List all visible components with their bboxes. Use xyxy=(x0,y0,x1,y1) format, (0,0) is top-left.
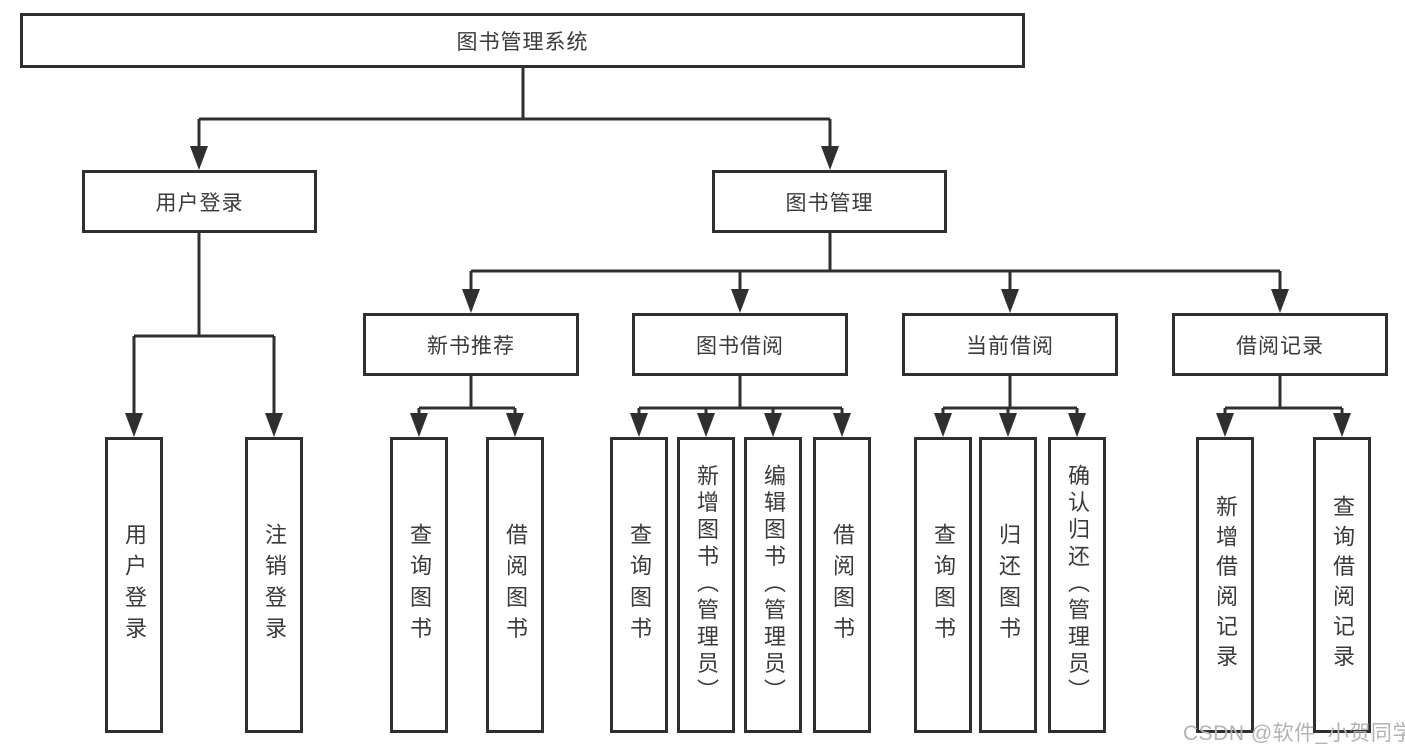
leaf-confirm-return-admin: 确认归还（管理员） xyxy=(1048,437,1106,733)
leaf-borrow-book-recommend: 借阅图书 xyxy=(486,437,544,733)
csdn-watermark: CSDN @软件_小贺同学 xyxy=(1183,722,1405,745)
leaf-query-book-current: 查询图书 xyxy=(914,437,972,733)
arrowhead-icon xyxy=(125,413,143,437)
leaf-add-book-admin: 新增图书（管理员） xyxy=(677,437,735,733)
connector-book-mgmt-to-level3 xyxy=(462,233,1289,313)
leaf-add-borrow-record: 新增借阅记录 xyxy=(1196,437,1254,733)
arrowhead-icon xyxy=(697,413,715,437)
arrowhead-icon xyxy=(1271,289,1289,313)
leaf-query-book-recommend: 查询图书 xyxy=(390,437,448,733)
node-root-system: 图书管理系统 xyxy=(20,13,1025,68)
leaf-user-login: 用户登录 xyxy=(105,437,163,733)
arrowhead-icon xyxy=(506,413,524,437)
connector-borrow-record-to-leaves xyxy=(1216,376,1351,437)
node-borrow-record: 借阅记录 xyxy=(1172,313,1388,376)
arrowhead-icon xyxy=(462,289,480,313)
connector-current-borrow-to-leaves xyxy=(934,376,1086,437)
node-new-book-recommend: 新书推荐 xyxy=(363,313,579,376)
arrowhead-icon xyxy=(410,413,428,437)
arrowhead-icon xyxy=(190,146,208,170)
arrowhead-icon xyxy=(1333,413,1351,437)
arrowhead-icon xyxy=(764,413,782,437)
arrowhead-icon xyxy=(833,413,851,437)
arrowhead-icon xyxy=(821,146,839,170)
node-book-management: 图书管理 xyxy=(712,170,947,233)
arrowhead-icon xyxy=(731,289,749,313)
arrowhead-icon xyxy=(1068,413,1086,437)
node-current-borrow: 当前借阅 xyxy=(902,313,1118,376)
arrowhead-icon xyxy=(999,413,1017,437)
leaf-logout: 注销登录 xyxy=(245,437,303,733)
connector-new-book-to-leaves xyxy=(410,376,524,437)
leaf-borrow-book: 借阅图书 xyxy=(813,437,871,733)
node-user-login: 用户登录 xyxy=(82,170,317,233)
leaf-query-book-borrow: 查询图书 xyxy=(610,437,668,733)
connector-root-to-level2 xyxy=(190,68,839,170)
leaf-return-book: 归还图书 xyxy=(979,437,1037,733)
arrowhead-icon xyxy=(934,413,952,437)
node-book-borrow: 图书借阅 xyxy=(632,313,848,376)
connector-book-borrow-to-leaves xyxy=(630,376,851,437)
leaf-edit-book-admin: 编辑图书（管理员） xyxy=(744,437,802,733)
leaf-query-borrow-record: 查询借阅记录 xyxy=(1313,437,1371,733)
arrowhead-icon xyxy=(265,413,283,437)
arrowhead-icon xyxy=(630,413,648,437)
connector-user-login-to-leaves xyxy=(125,233,283,437)
arrowhead-icon xyxy=(1216,413,1234,437)
arrowhead-icon xyxy=(1001,289,1019,313)
